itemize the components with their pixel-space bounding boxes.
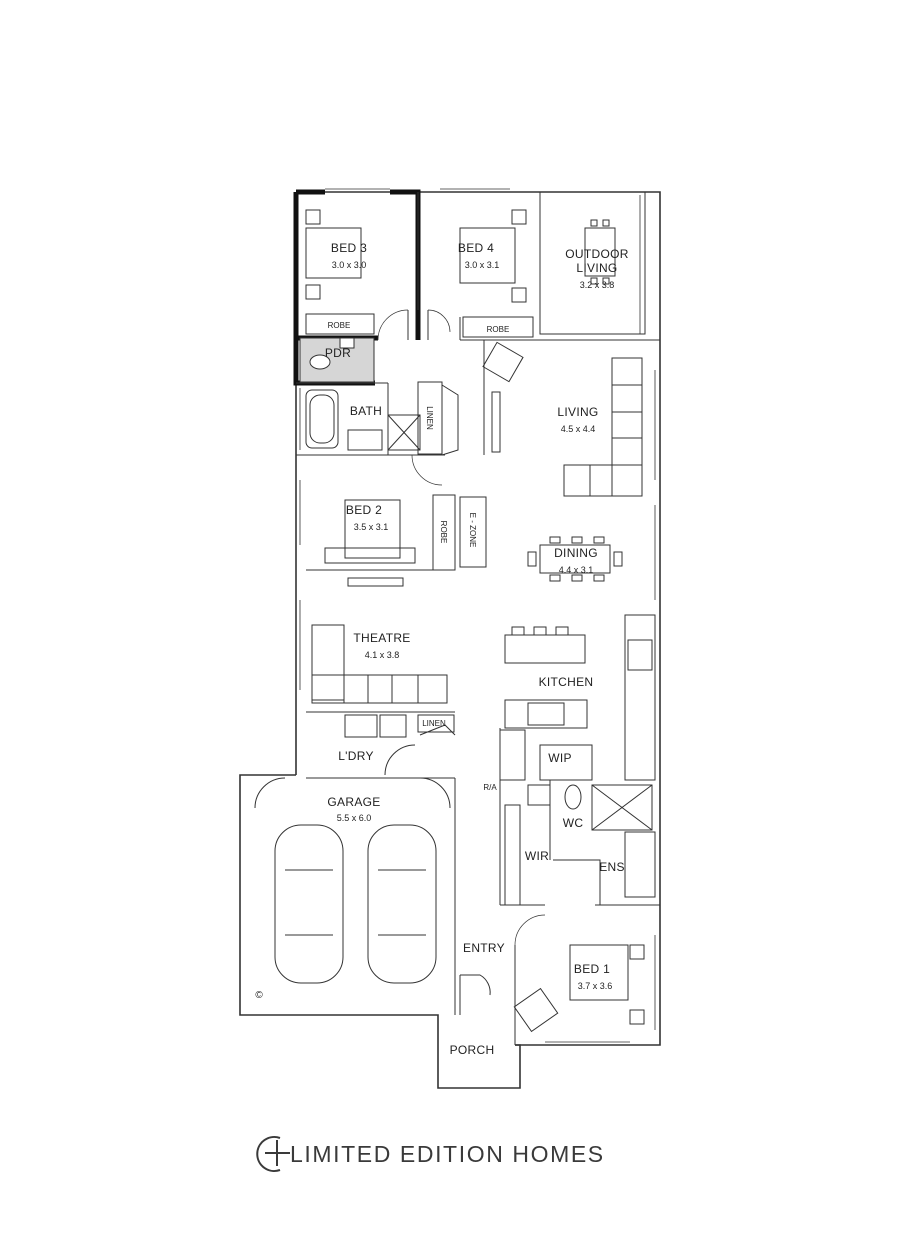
label-bath: BATH <box>350 404 382 418</box>
label-garage: GARAGE <box>327 795 380 809</box>
label-bed1: BED 1 <box>574 962 610 976</box>
size-bed3: 3.0 x 3.0 <box>332 260 367 270</box>
size-bed1: 3.7 x 3.6 <box>578 981 613 991</box>
bath-area <box>296 381 459 486</box>
label-outdoor-2: LIVING <box>576 261 617 275</box>
windows <box>295 188 656 1043</box>
brand-plus-icon <box>256 1136 290 1172</box>
size-theatre: 4.1 x 3.8 <box>365 650 400 660</box>
size-outdoor: 3.2 x 3.8 <box>580 280 615 290</box>
label-dining: DINING <box>554 546 598 560</box>
outdoor-living-area <box>539 191 646 335</box>
bedrooms-top <box>305 192 534 341</box>
brand-name: LIMITED EDITION HOMES <box>290 1141 605 1167</box>
kitchen-area <box>499 614 656 781</box>
living-area <box>460 339 660 497</box>
label-ezone: E - ZONE <box>468 513 477 548</box>
label-laundry: L'DRY <box>338 749 374 763</box>
dining-area <box>527 536 623 582</box>
label-wip: WIP <box>548 751 572 765</box>
label-living: LIVING <box>557 405 598 419</box>
brand-logo: LIMITED EDITION HOMES <box>256 1136 605 1172</box>
label-outdoor-1: OUTDOOR <box>565 247 628 261</box>
garage-area <box>254 777 456 1015</box>
label-pdr: PDR <box>325 346 351 360</box>
laundry-area <box>306 714 456 779</box>
label-wir: WIR <box>525 849 549 863</box>
room-labels: BED 3 3.0 x 3.0 BED 4 3.0 x 3.1 OUTDOOR … <box>255 241 628 1057</box>
size-dining: 4.4 x 3.1 <box>559 565 594 575</box>
size-living: 4.5 x 4.4 <box>561 424 596 434</box>
exterior-walls <box>239 191 661 1089</box>
label-bed4: BED 4 <box>458 241 494 255</box>
label-robe3: ROBE <box>328 321 351 330</box>
theatre-area <box>306 624 455 713</box>
label-linen-1: LINEN <box>425 406 434 430</box>
size-bed4: 3.0 x 3.1 <box>465 260 500 270</box>
label-entry: ENTRY <box>463 941 505 955</box>
label-robe4: ROBE <box>487 325 510 334</box>
label-bed3: BED 3 <box>331 241 367 255</box>
label-linen-2: LINEN <box>422 719 446 728</box>
master-wing <box>459 780 660 1045</box>
label-ra: R/A <box>483 783 497 792</box>
label-theatre: THEATRE <box>353 631 410 645</box>
size-bed2: 3.5 x 3.1 <box>354 522 389 532</box>
label-ens: ENS <box>599 860 625 874</box>
copyright-mark: © <box>255 990 263 1001</box>
label-porch: PORCH <box>450 1043 495 1057</box>
label-bed2: BED 2 <box>346 503 382 517</box>
label-wc: WC <box>563 816 584 830</box>
bed2-area <box>306 494 487 587</box>
powder-room <box>299 337 375 383</box>
label-robe2: ROBE <box>439 521 448 544</box>
size-garage: 5.5 x 6.0 <box>337 813 372 823</box>
label-kitchen: KITCHEN <box>539 675 594 689</box>
